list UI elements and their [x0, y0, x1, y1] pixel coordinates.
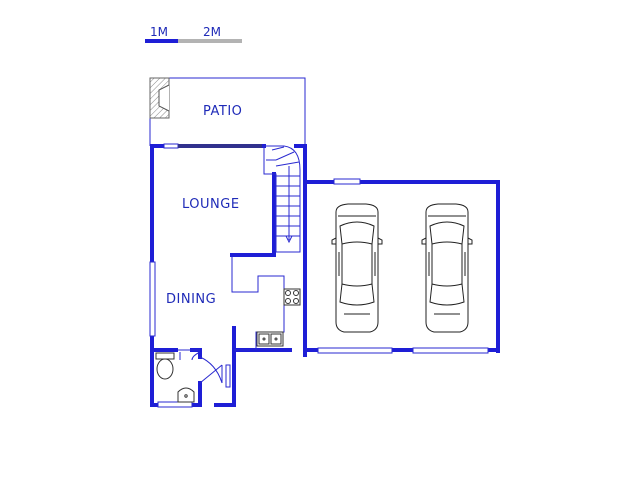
stairs-icon	[263, 145, 301, 253]
scale-label-1m: 1M	[150, 25, 168, 39]
room-label-lounge: LOUNGE	[182, 197, 240, 212]
door-swing-icon	[178, 349, 250, 384]
car-icon	[421, 203, 473, 333]
sliding-door	[178, 144, 262, 148]
basin-icon	[177, 387, 195, 403]
scale-bar	[145, 39, 242, 43]
window-icon	[149, 143, 361, 408]
stove-icon	[283, 288, 301, 306]
sink-icon	[256, 331, 284, 347]
car-icon	[331, 203, 383, 333]
room-label-dining: DINING	[166, 292, 217, 307]
toilet-icon	[155, 352, 175, 380]
walls	[150, 144, 500, 407]
garage-door	[317, 347, 489, 354]
scale-label-2m: 2M	[203, 25, 221, 39]
fireplace-icon	[149, 77, 170, 119]
room-label-patio: PATIO	[203, 104, 243, 119]
